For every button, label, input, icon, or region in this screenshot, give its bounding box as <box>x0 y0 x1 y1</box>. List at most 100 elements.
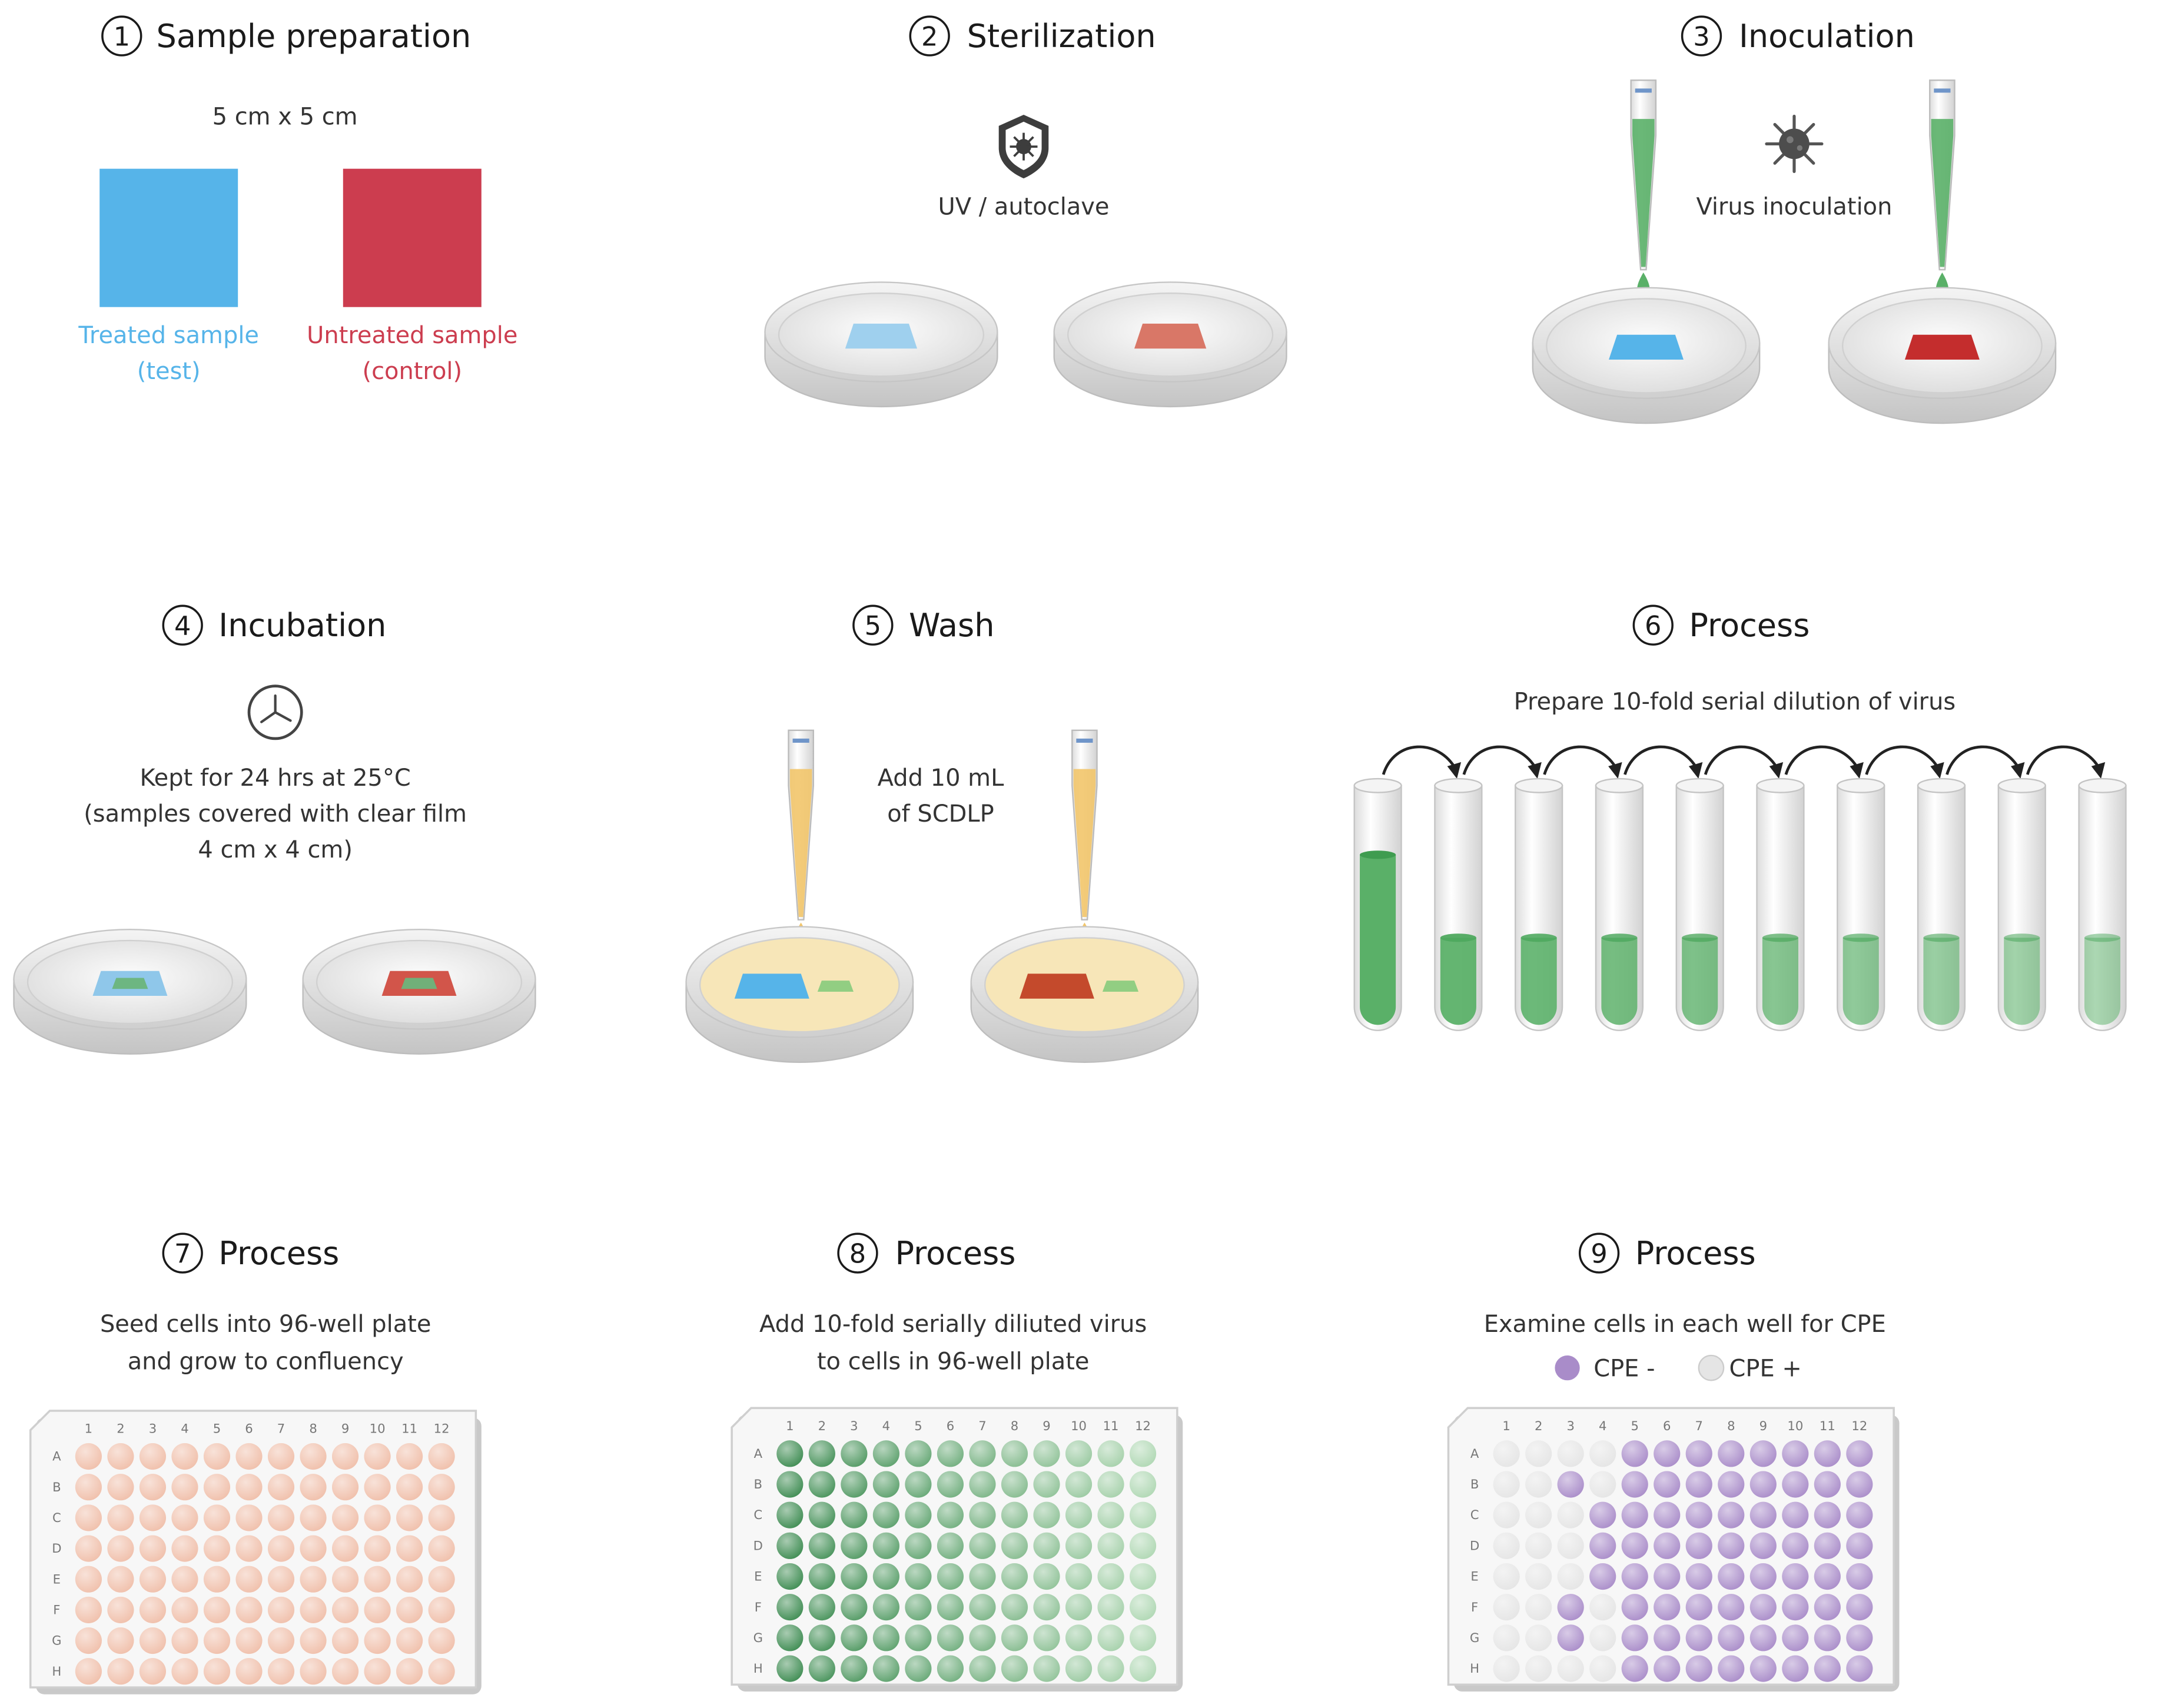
legend-cpe-negative-label: CPE - <box>1593 1355 1655 1382</box>
plate-column-label: 8 <box>309 1421 317 1436</box>
step-4-heading: 4 Incubation <box>162 604 386 646</box>
untreated-sample-label: Untreated sample <box>307 322 517 349</box>
plate-column-label: 3 <box>1566 1418 1574 1433</box>
plate-column-label: 2 <box>818 1418 826 1433</box>
pipette-icon <box>788 729 814 945</box>
step-9-heading: 9 Process <box>1578 1232 1756 1274</box>
treated-sample-label: Treated sample <box>78 322 259 349</box>
plate-row-label: C <box>52 1510 61 1525</box>
petri-dish-icon <box>13 929 247 1055</box>
plate-row-label: F <box>53 1602 60 1617</box>
incubation-caption-line3: 4 cm x 4 cm) <box>198 836 353 863</box>
plate-column-label: 12 <box>1135 1418 1151 1433</box>
legend-cpe-positive-swatch <box>1698 1354 1725 1381</box>
plate-column-label: 11 <box>1820 1418 1835 1433</box>
sample-size-label: 5 cm x 5 cm <box>213 103 358 130</box>
plate-column-label: 7 <box>277 1421 285 1436</box>
plate-row-label: D <box>52 1541 61 1556</box>
tube-liquid <box>1762 938 1798 1025</box>
plate-row-label: A <box>754 1446 763 1461</box>
plate-row-label: H <box>52 1664 61 1679</box>
plate-row-label: F <box>755 1600 762 1614</box>
plate-row-label: B <box>1470 1477 1479 1491</box>
step-number-circle <box>1578 1232 1620 1274</box>
petri-dish-icon <box>764 281 998 408</box>
step-number: 9 <box>1591 1239 1607 1270</box>
arrow-icon <box>1624 745 1703 779</box>
plate-column-label: 10 <box>1071 1418 1087 1433</box>
plate-column-label: 3 <box>850 1418 858 1433</box>
plate-column-label: 4 <box>882 1418 890 1433</box>
incubation-caption-line1: Kept for 24 hrs at 25°C <box>140 765 410 792</box>
plate-column-label: 11 <box>1103 1418 1119 1433</box>
plate-column-label: 7 <box>1695 1418 1703 1433</box>
dilution-tube-rack <box>1353 745 2127 1031</box>
plate-row-label: G <box>52 1633 61 1648</box>
test-tube-icon <box>1997 777 2046 1031</box>
petri-dish-icon <box>685 926 914 1063</box>
step-number-circle <box>852 604 894 646</box>
step-number: 5 <box>865 611 881 642</box>
plate-column-label: 7 <box>978 1418 986 1433</box>
tube-liquid <box>1923 938 1960 1025</box>
plate-column-label: 8 <box>1011 1418 1018 1433</box>
petri-dish-icon <box>970 926 1199 1063</box>
film-piece <box>817 981 854 992</box>
plate-row-label: F <box>1471 1600 1478 1614</box>
step-7-heading: 7 Process <box>162 1232 339 1274</box>
plate-column-label: 8 <box>1727 1418 1735 1433</box>
petri-dish-icon <box>1053 281 1287 408</box>
plate-column-label: 9 <box>1043 1418 1050 1433</box>
tube-liquid <box>1682 938 1718 1025</box>
step-title: Incubation <box>218 607 386 644</box>
test-tube-icon <box>2078 777 2127 1031</box>
seed-caption-line1: Seed cells into 96-well plate <box>100 1311 431 1338</box>
test-tube-icon <box>1837 777 1885 1031</box>
shield-virus-icon <box>998 115 1049 179</box>
seed-caption-line2: and grow to confluency <box>128 1348 404 1375</box>
plate-row-label: D <box>1470 1538 1479 1553</box>
legend-cpe-positive-label: CPE + <box>1729 1355 1802 1382</box>
sample-piece <box>734 973 809 999</box>
plate-row-label: G <box>1470 1630 1479 1645</box>
step-3-heading: 3 Inoculation <box>1681 15 1915 57</box>
step-title: Process <box>1689 607 1810 644</box>
wash-caption-line1: Add 10 mL <box>878 765 1004 792</box>
arrow-icon <box>1865 745 1944 779</box>
dilution-caption: Prepare 10-fold serial dilution of virus <box>1514 689 1956 716</box>
tube-liquid <box>1440 938 1476 1025</box>
film-piece <box>401 978 437 989</box>
petri-dish-icon <box>1532 287 1761 424</box>
plate-column-label: 4 <box>1599 1418 1606 1433</box>
legend-cpe-negative-swatch <box>1555 1355 1580 1381</box>
plate-column-label: 9 <box>341 1421 349 1436</box>
test-tube-icon <box>1434 777 1483 1031</box>
arrow-icon <box>1462 745 1542 779</box>
step-title: Process <box>1635 1235 1756 1272</box>
step-number-circle <box>1632 604 1674 646</box>
plate-row-label: D <box>753 1538 763 1553</box>
plate-column-label: 2 <box>117 1421 124 1436</box>
examine-caption: Examine cells in each well for CPE <box>1484 1311 1886 1338</box>
step-number: 4 <box>174 611 191 642</box>
step-number: 3 <box>1693 22 1709 52</box>
plate-row-label: A <box>52 1449 61 1464</box>
clock-icon <box>247 684 303 740</box>
step-number: 7 <box>174 1239 191 1270</box>
step-1-heading: 1 Sample preparation <box>101 15 471 57</box>
plate-column-label: 11 <box>401 1421 417 1436</box>
plate-row-label: A <box>1470 1446 1479 1461</box>
plate-column-label: 1 <box>786 1418 794 1433</box>
tube-liquid <box>1601 938 1638 1025</box>
sample-piece <box>1609 334 1684 360</box>
infect-caption-line2: to cells in 96-well plate <box>817 1348 1090 1375</box>
step-title: Wash <box>909 607 995 644</box>
plate-row-label: H <box>1470 1661 1479 1676</box>
step-2-heading: 2 Sterilization <box>909 15 1156 57</box>
step-number-circle <box>909 15 950 57</box>
pipette-icon <box>1630 79 1657 295</box>
film-piece <box>1102 981 1139 992</box>
